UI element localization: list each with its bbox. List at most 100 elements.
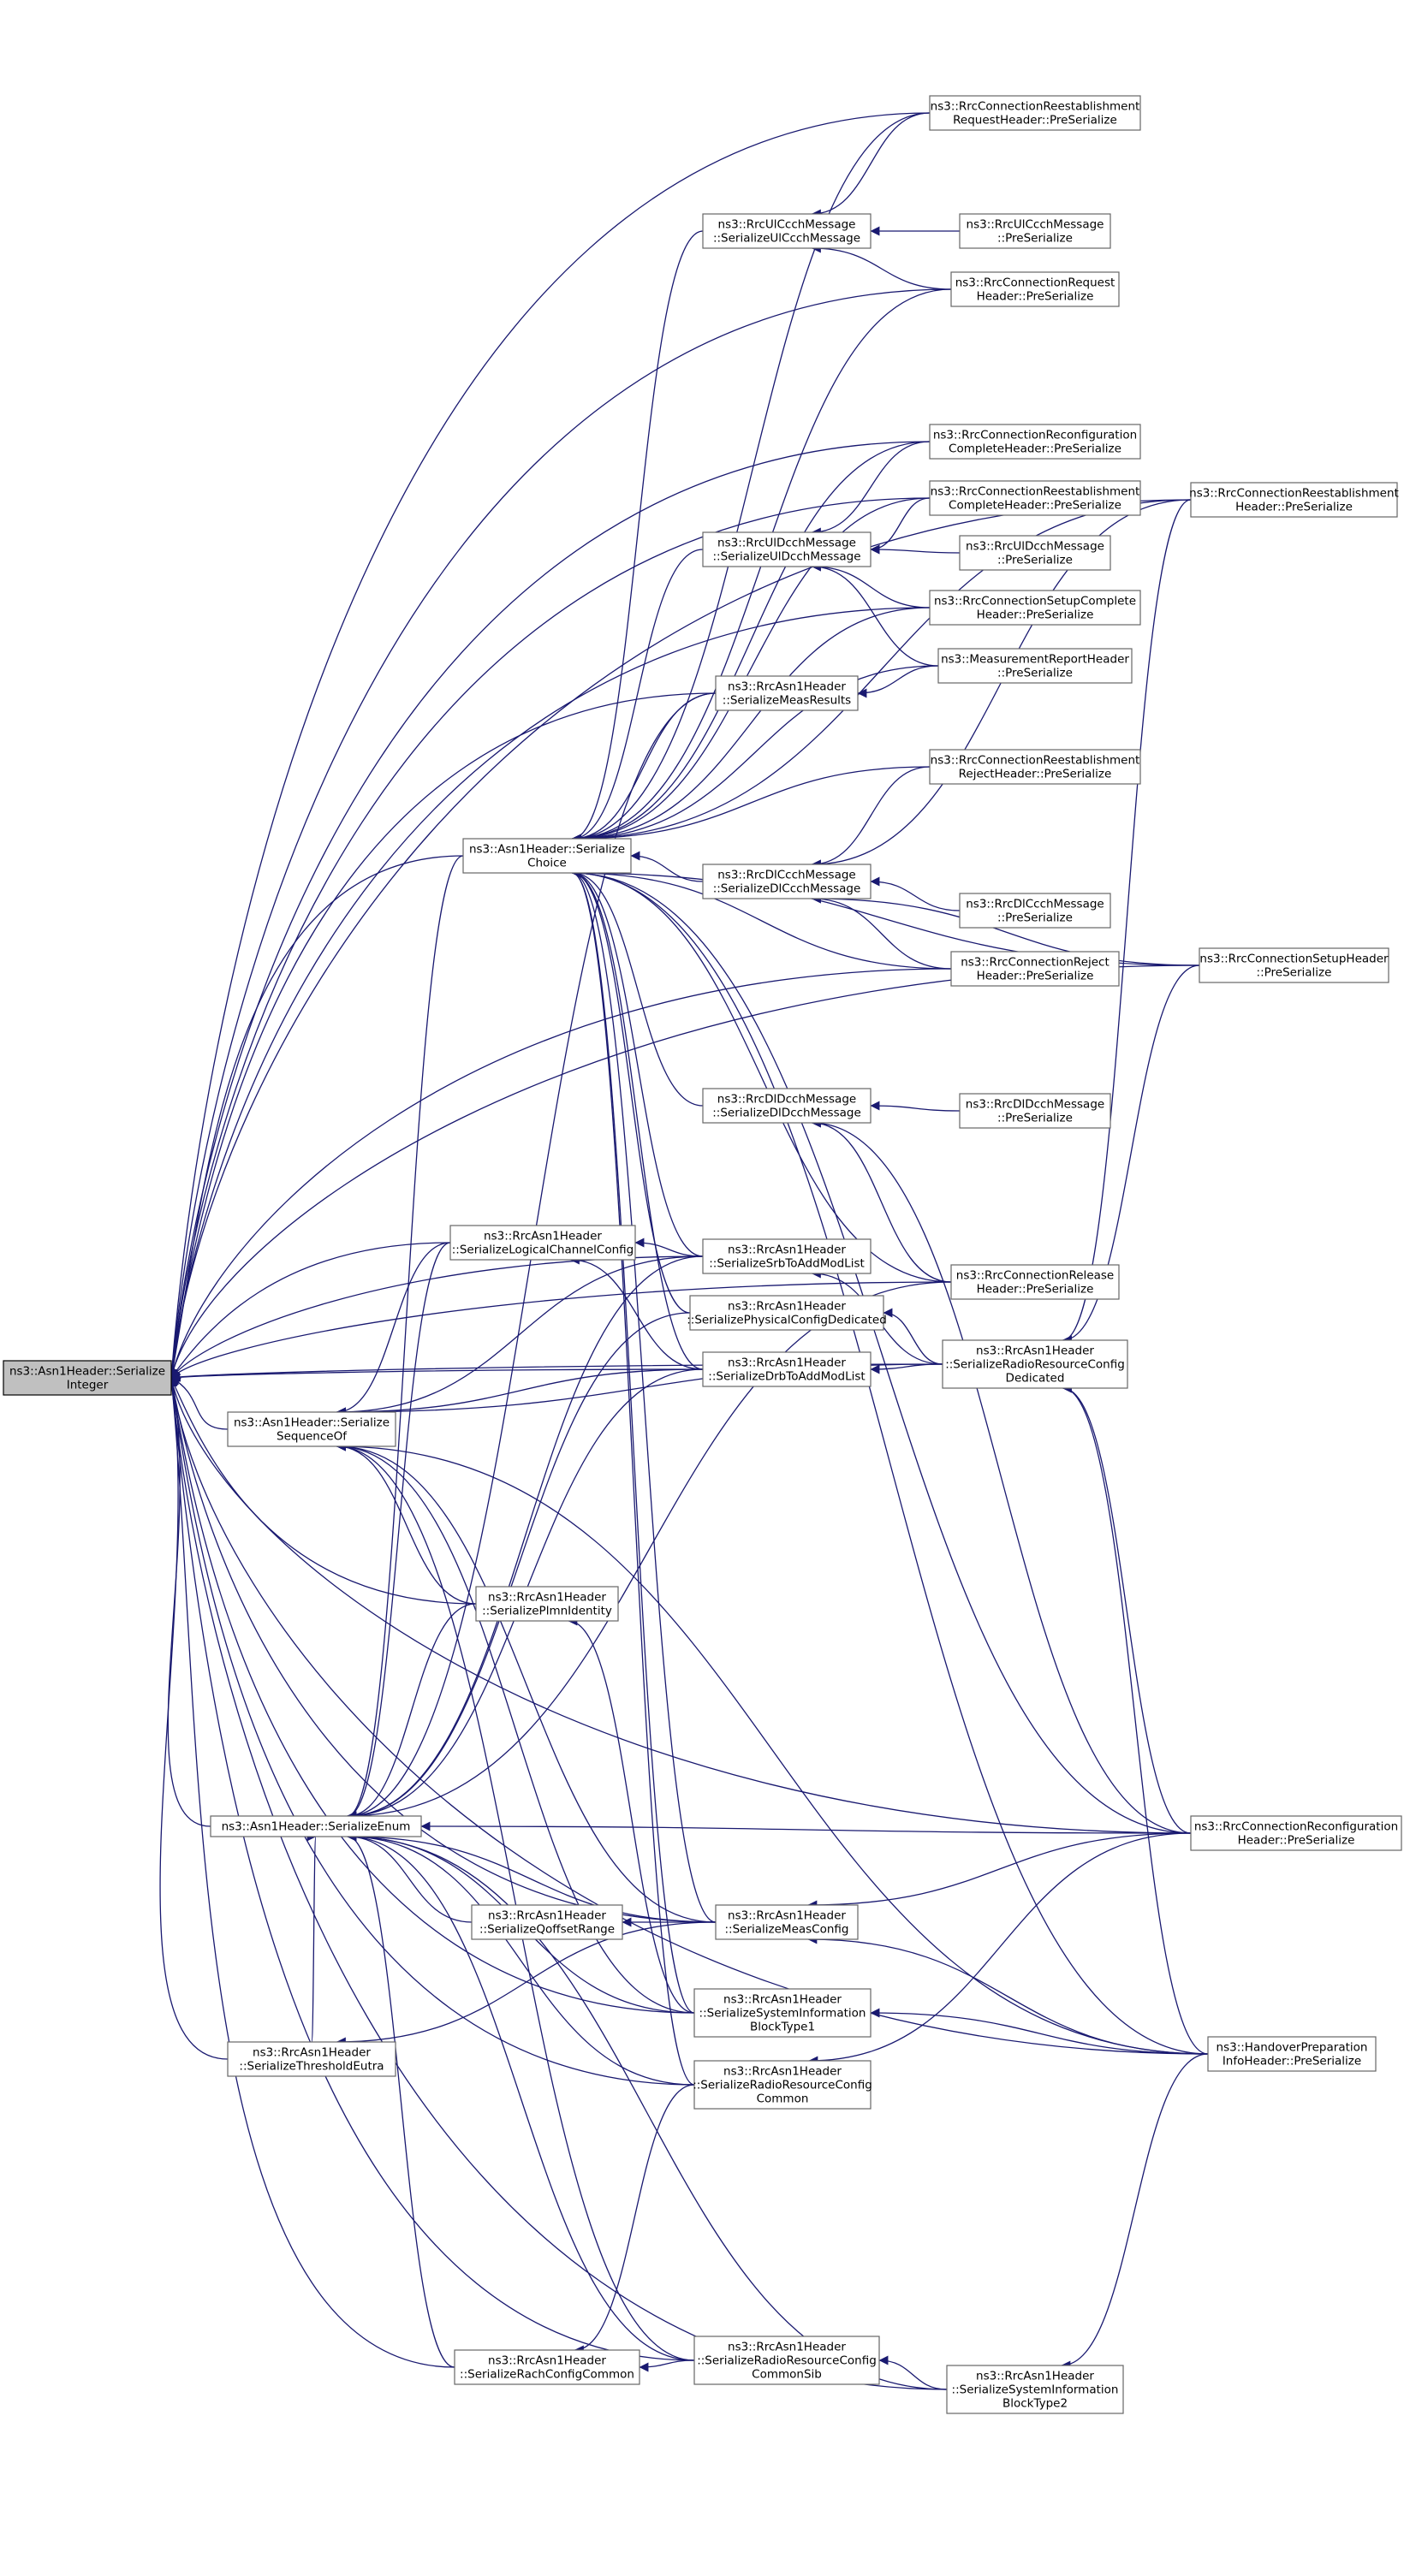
node-box <box>929 424 1141 460</box>
node-connreq[interactable]: ns3::RrcConnectionRequestHeader::PreSeri… <box>950 271 1120 307</box>
node-meascfg[interactable]: ns3::RrcAsn1Header::SerializeMeasConfig <box>715 1904 859 1940</box>
node-connrel[interactable]: ns3::RrcConnectionReleaseHeader::PreSeri… <box>950 1264 1120 1300</box>
node-plmn[interactable]: ns3::RrcAsn1Header::SerializePlmnIdentit… <box>475 1586 619 1622</box>
edge-physcfg-to-choice <box>571 868 691 1314</box>
node-label-line: ns3::RrcConnectionReestablishment <box>1189 487 1399 501</box>
node-physcfg[interactable]: ns3::RrcAsn1Header::SerializePhysicalCon… <box>687 1295 887 1331</box>
node-box <box>227 2041 396 2077</box>
node-box <box>946 2365 1124 2414</box>
node-handover[interactable]: ns3::HandoverPreparationInfoHeader::PreS… <box>1207 2036 1377 2072</box>
node-label-line: ::SerializeMeasConfig <box>724 1923 848 1937</box>
edge-reestrej-to-dlccch <box>811 766 931 870</box>
node-label-line: Header::PreSerialize <box>977 1283 1094 1297</box>
node-box <box>929 749 1141 785</box>
node-reestcomp[interactable]: ns3::RrcConnectionReestablishmentComplet… <box>929 480 1141 516</box>
node-box <box>929 95 1141 131</box>
edge-reconfhdr-to-integer <box>168 1377 1192 1834</box>
node-label-line: Dedicated <box>1006 1372 1065 1386</box>
node-label-line: ::SerializeSystemInformation <box>699 2007 866 2021</box>
node-rrded[interactable]: ns3::RrcAsn1Header::SerializeRadioResour… <box>942 1339 1128 1389</box>
node-label-line: ns3::RrcAsn1Header <box>728 1356 846 1370</box>
node-label-line: ns3::RrcAsn1Header <box>728 1909 846 1923</box>
node-label-line: ::SerializeQoffsetRange <box>479 1923 615 1937</box>
node-enum[interactable]: ns3::Asn1Header::SerializeEnum <box>210 1815 422 1837</box>
node-thresh[interactable]: ns3::RrcAsn1Header::SerializeThresholdEu… <box>227 2041 396 2077</box>
edge-reconfcomp-to-uldcch <box>811 441 931 537</box>
node-box <box>937 648 1133 684</box>
node-box <box>454 2349 640 2385</box>
edge-reconfcomp-to-choice <box>571 441 931 844</box>
node-label-line: ::PreSerialize <box>1257 966 1332 980</box>
node-label-line: RejectHeader::PreSerialize <box>959 768 1112 781</box>
node-logch[interactable]: ns3::RrcAsn1Header::SerializeLogicalChan… <box>449 1225 636 1261</box>
edge-measrep-to-uldcch <box>811 561 939 667</box>
node-box <box>702 213 872 249</box>
node-ulccchpre[interactable]: ns3::RrcUlCcchMessage::PreSerialize <box>959 213 1111 249</box>
edge-handover-to-integer <box>168 1377 1209 2055</box>
node-label-line: Choice <box>527 857 567 870</box>
edge-rrcommon-to-rach <box>574 2084 695 2355</box>
edge-connrej-to-integer <box>169 968 952 1379</box>
node-srb[interactable]: ns3::RrcAsn1Header::SerializeSrbToAddMod… <box>702 1238 872 1274</box>
node-label-line: ::SerializeDlCcchMessage <box>713 882 861 896</box>
node-box <box>475 1586 619 1622</box>
node-dlccchpre[interactable]: ns3::RrcDlCcchMessage::PreSerialize <box>959 893 1111 929</box>
edge-logch-to-integer <box>170 1242 451 1379</box>
node-uldcchpre[interactable]: ns3::RrcUlDcchMessage::PreSerialize <box>959 535 1111 571</box>
node-label-line: ns3::HandoverPreparation <box>1217 2041 1368 2055</box>
node-label-line: ::SerializeDrbToAddModList <box>708 1370 865 1384</box>
node-reestrej[interactable]: ns3::RrcConnectionReestablishmentRejectH… <box>929 749 1141 785</box>
node-measres[interactable]: ns3::RrcAsn1Header::SerializeMeasResults <box>715 675 859 711</box>
node-qoff[interactable]: ns3::RrcAsn1Header::SerializeQoffsetRang… <box>471 1904 623 1940</box>
edge-connrel-to-choice <box>571 868 952 1283</box>
node-reesthdr[interactable]: ns3::RrcConnectionReestablishmentHeader:… <box>1189 482 1399 518</box>
node-sib1[interactable]: ns3::RrcAsn1Header::SerializeSystemInfor… <box>693 1988 872 2038</box>
edge-drb-to-logch <box>569 1255 704 1370</box>
edge-srb-to-logch <box>634 1238 704 1257</box>
node-label-line: ns3::RrcDlCcchMessage <box>717 869 855 882</box>
node-label-line: Header::PreSerialize <box>1238 1834 1355 1848</box>
edge-rrcsib-to-integer <box>167 1377 695 2361</box>
node-connrej[interactable]: ns3::RrcConnectionRejectHeader::PreSeria… <box>950 951 1120 987</box>
node-uldcch[interactable]: ns3::RrcUlDcchMessage::SerializeUlDcchMe… <box>702 531 872 567</box>
node-rrcommon[interactable]: ns3::RrcAsn1Header::SerializeRadioResour… <box>693 2060 872 2110</box>
node-label-line: ns3::Asn1Header::Serialize <box>234 1416 390 1430</box>
node-sib2[interactable]: ns3::RrcAsn1Header::SerializeSystemInfor… <box>946 2365 1124 2414</box>
edge-connreq-to-ulccch <box>811 243 952 290</box>
node-box <box>227 1411 396 1447</box>
node-reestreq[interactable]: ns3::RrcConnectionReestablishmentRequest… <box>929 95 1141 131</box>
node-measrep[interactable]: ns3::MeasurementReportHeader::PreSeriali… <box>937 648 1133 684</box>
edge-setupcomp-to-uldcch <box>811 561 931 608</box>
node-ulccch[interactable]: ns3::RrcUlCcchMessage::SerializeUlCcchMe… <box>702 213 872 249</box>
node-box <box>1190 482 1398 518</box>
edge-sib1-to-choice <box>571 868 695 2014</box>
node-label-line: ::SerializeSrbToAddModList <box>709 1257 865 1271</box>
node-setupcomp[interactable]: ns3::RrcConnectionSetupCompleteHeader::P… <box>929 590 1141 626</box>
edge-rrded-to-drb <box>870 1363 943 1374</box>
node-drb[interactable]: ns3::RrcAsn1Header::SerializeDrbToAddMod… <box>702 1351 872 1387</box>
node-setuphdr[interactable]: ns3::RrcConnectionSetupHeader::PreSerial… <box>1199 947 1389 983</box>
node-reconfhdr[interactable]: ns3::RrcConnectionReconfigurationHeader:… <box>1190 1815 1402 1851</box>
edge-reestreq-to-ulccch <box>811 112 931 219</box>
node-label-line: ns3::RrcConnectionRequest <box>955 276 1115 290</box>
node-label-line: ::SerializePhysicalConfigDedicated <box>687 1314 887 1327</box>
node-rach[interactable]: ns3::RrcAsn1Header::SerializeRachConfigC… <box>454 2349 640 2385</box>
node-dldcchpre[interactable]: ns3::RrcDlDcchMessage::PreSerialize <box>959 1093 1111 1129</box>
edge-srb-to-enum <box>347 1255 704 1821</box>
node-rrcsib[interactable]: ns3::RrcAsn1Header::SerializeRadioResour… <box>693 2336 880 2385</box>
node-reconfcomp[interactable]: ns3::RrcConnectionReconfigurationComplet… <box>929 424 1141 460</box>
edge-setuphdr-to-integer <box>169 965 1200 1379</box>
node-box <box>702 1238 872 1274</box>
edge-reestreq-to-choice <box>571 112 931 844</box>
edge-dlccchpre-to-dlccch <box>870 876 961 911</box>
node-dldcch[interactable]: ns3::RrcDlDcchMessage::SerializeDlDcchMe… <box>702 1088 872 1124</box>
node-dlccch[interactable]: ns3::RrcDlCcchMessage::SerializeDlCcchMe… <box>702 864 872 899</box>
edge-sib2-to-integer <box>167 1377 948 2390</box>
edge-handover-to-meascfg <box>807 1934 1209 2055</box>
node-box <box>449 1225 636 1261</box>
node-label-line: ::SerializeSystemInformation <box>952 2383 1119 2397</box>
